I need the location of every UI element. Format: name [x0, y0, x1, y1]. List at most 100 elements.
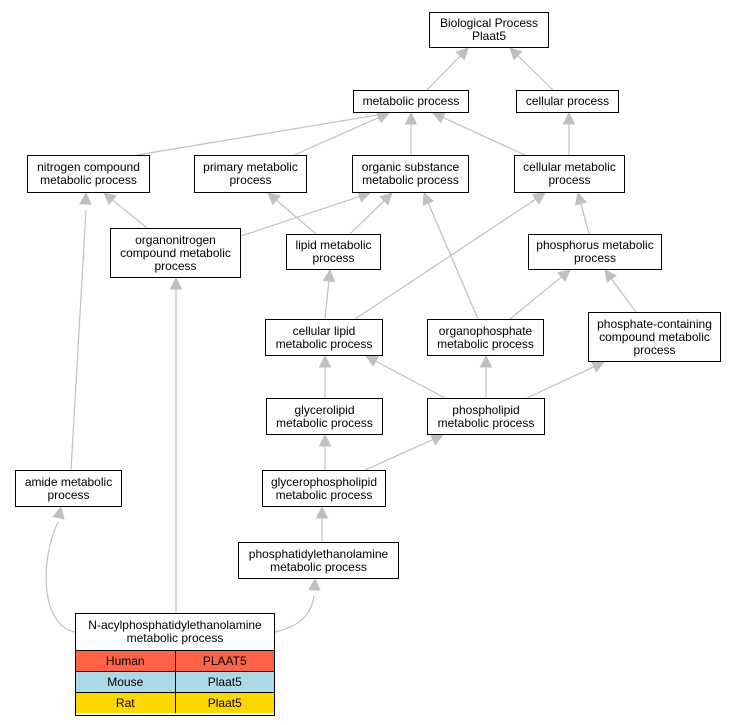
edge-organic-to-metabolic-arrowhead: [404, 111, 418, 125]
edge-metabolic-to-bp: [426, 55, 461, 91]
node-cellular-metabolic[interactable]: cellular metabolic process: [514, 155, 625, 193]
species-row-human: Human PLAAT5: [76, 650, 274, 671]
node-primary-metabolic[interactable]: primary metabolic process: [194, 155, 307, 193]
node-biological-process[interactable]: Biological Process Plaat5: [429, 12, 549, 48]
node-organonitrogen[interactable]: organonitrogen compound metabolic proces…: [110, 228, 241, 278]
edge-cellipid-to-cellmeta: [354, 198, 537, 320]
node-label: amide metabolic: [24, 474, 113, 489]
edge-nitrogen-to-metabolic: [136, 114, 379, 156]
node-label: compound metabolic: [120, 245, 231, 260]
node-label: metabolic process: [362, 173, 459, 187]
node-cellular-lipid[interactable]: cellular lipid metabolic process: [265, 319, 383, 356]
node-label: lipid metabolic: [295, 238, 372, 252]
edge-glycerophospholipid-to-glycerolipid-arrowhead: [318, 433, 332, 447]
edge-phosphatecontaining-to-phosphorus-arrowhead: [604, 269, 617, 283]
node-label: metabolic process: [275, 336, 373, 351]
node-label: cellular metabolic: [523, 160, 616, 174]
node-phosphorus-metabolic[interactable]: phosphorus metabolic process: [528, 234, 662, 270]
leaf-title: N-acylphosphatidylethanolamine metabolic…: [76, 614, 274, 650]
node-label: glycerophospholipid: [270, 474, 378, 489]
edge-cellmeta-to-metabolic: [442, 117, 526, 156]
node-lipid-metabolic[interactable]: lipid metabolic process: [286, 234, 381, 270]
node-label: nitrogen compound: [37, 160, 140, 174]
edge-leaf-to-pe-arrowhead: [308, 577, 321, 591]
node-glycerolipid[interactable]: glycerolipid metabolic process: [266, 398, 383, 435]
node-label: compound metabolic: [599, 329, 710, 344]
node-label: N-acylphosphatidylethanolamine: [88, 618, 262, 632]
node-metabolic-process[interactable]: metabolic process: [353, 90, 469, 113]
edge-leaf-to-amide: [45, 521, 76, 633]
node-phosphatidylethanolamine[interactable]: phosphatidylethanolamine metabolic proce…: [238, 542, 399, 579]
edge-amide-to-nitrogen-arrowhead: [79, 191, 92, 205]
node-label: metabolic process: [437, 336, 534, 351]
edge-glycerolipid-to-cellipid-arrowhead: [318, 354, 332, 368]
edge-primary-to-metabolic: [293, 116, 380, 156]
node-glycerophospholipid[interactable]: glycerophospholipid metabolic process: [262, 470, 386, 507]
edge-phospholipid-to-phosphatecontaining: [526, 366, 595, 399]
edge-organonitrogen-leaf-arrowhead: [169, 276, 183, 290]
node-label: metabolic process: [362, 94, 460, 108]
node-organic-substance[interactable]: organic substance metabolic process: [352, 155, 469, 193]
node-nitrogen-compound[interactable]: nitrogen compound metabolic process: [27, 155, 150, 193]
node-label: primary metabolic: [203, 160, 298, 174]
edge-cellipid-to-cellmeta-arrowhead: [531, 192, 546, 205]
node-label: metabolic process: [275, 487, 373, 502]
node-label: phosphatidylethanolamine: [248, 546, 389, 561]
node-label: phosphate-containing: [597, 316, 712, 331]
species-cell: Rat: [76, 693, 175, 713]
node-label: metabolic process: [437, 415, 535, 430]
node-phosphate-containing[interactable]: phosphate-containing compound metabolic …: [588, 312, 721, 362]
edge-pe-to-glycerophospholipid-arrowhead: [315, 505, 329, 519]
node-label: process: [154, 258, 197, 273]
node-label: process: [573, 251, 617, 265]
edge-lipid-to-primary-arrowhead: [267, 192, 281, 206]
node-label: metabolic process: [126, 631, 224, 645]
node-amide-metabolic[interactable]: amide metabolic process: [15, 470, 122, 507]
edge-phosphatecontaining-to-phosphorus: [611, 278, 637, 313]
edge-leaf-to-pe: [274, 595, 315, 633]
edge-glycerophospholipid-to-phospholipid: [364, 438, 434, 471]
species-cell: Mouse: [76, 672, 175, 692]
edge-cellipid-to-lipid: [324, 280, 330, 320]
edge-organonitrogen-to-nitrogen-arrowhead: [103, 192, 117, 206]
node-phospholipid[interactable]: phospholipid metabolic process: [427, 398, 545, 435]
gene-cell: Plaat5: [174, 672, 274, 692]
node-label: process: [633, 342, 676, 357]
node-label: phospholipid: [452, 402, 520, 417]
edge-lipid-to-primary: [275, 199, 317, 235]
node-label: glycerolipid: [294, 402, 355, 417]
node-label: cellular process: [525, 94, 610, 108]
edge-organophosphate-to-phosphorus: [509, 276, 562, 320]
edge-amide-to-nitrogen: [70, 209, 87, 471]
edge-phosphorus-to-cellmeta-arrowhead: [574, 191, 588, 206]
edge-organophosphate-to-organic: [427, 202, 479, 320]
edge-phosphorus-to-cellmeta: [580, 203, 590, 235]
gene-cell: Plaat5: [174, 693, 274, 713]
node-n-acylphosphatidylethanolamine[interactable]: N-acylphosphatidylethanolamine metabolic…: [75, 613, 275, 716]
species-row-rat: Rat Plaat5: [76, 692, 274, 713]
edge-cellmeta-to-cellular-arrowhead: [562, 111, 576, 125]
node-label: phosphorus metabolic: [536, 238, 654, 252]
species-cell: Human: [76, 651, 175, 671]
species-row-mouse: Mouse Plaat5: [76, 671, 274, 692]
gene-cell: PLAAT5: [174, 651, 274, 671]
edge-organophosphate-to-phosphorus-arrowhead: [557, 269, 571, 283]
node-label: metabolic process: [270, 559, 367, 574]
node-label: Plaat5: [471, 29, 507, 43]
edge-organonitrogen-to-nitrogen: [112, 199, 148, 229]
node-label: process: [229, 173, 272, 187]
edge-leaf-to-amide-arrowhead: [52, 505, 65, 520]
node-label: process: [312, 251, 355, 265]
edge-cellular-to-bp: [517, 55, 554, 91]
edge-lipid-to-organic: [349, 200, 385, 235]
node-label: organonitrogen: [135, 232, 216, 247]
node-label: organophosphate: [438, 323, 533, 338]
edge-phospholipid-to-organophosphate-arrowhead: [479, 354, 493, 368]
edge-cellipid-to-lipid-arrowhead: [322, 268, 336, 283]
node-organophosphate[interactable]: organophosphate metabolic process: [427, 319, 544, 356]
node-cellular-process[interactable]: cellular process: [516, 90, 619, 113]
node-label: metabolic process: [40, 173, 137, 187]
node-label: process: [47, 487, 90, 502]
